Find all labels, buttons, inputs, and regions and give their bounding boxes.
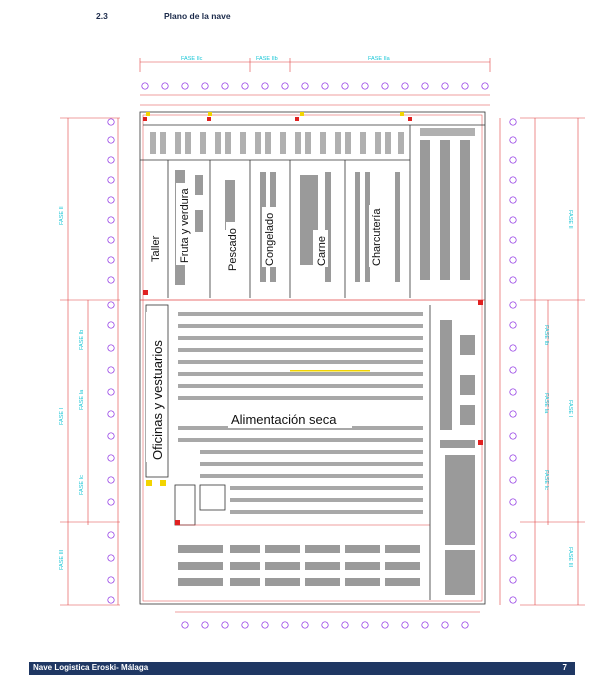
area-label-charcuteria: Charcutería xyxy=(371,208,383,266)
phase-top-a: FASE IIa xyxy=(368,56,391,62)
area-label-oficinas: Oficinas y vestuarios xyxy=(150,340,165,460)
section-number: 2.3 xyxy=(96,11,108,21)
phase-top-b: FASE IIb xyxy=(256,56,278,62)
phase-right-ia: FASE Ia xyxy=(543,393,549,414)
phase-left-ii: FASE II xyxy=(59,206,65,225)
phase-right-i: FASE I xyxy=(567,400,573,418)
phase-top-c: FASE IIc xyxy=(181,56,203,62)
phase-left-ic: FASE Ic xyxy=(79,475,85,495)
phase-right-iii: FASE III xyxy=(567,547,573,568)
phase-right-ii: FASE II xyxy=(567,210,573,229)
area-label-congelado: Congelado xyxy=(264,213,276,266)
phase-left-i: FASE I xyxy=(59,407,65,425)
phase-left-iii: FASE III xyxy=(59,549,65,570)
section-title: Plano de la nave xyxy=(164,11,231,21)
phase-left-ia: FASE Ia xyxy=(79,389,85,410)
area-label-pescado: Pescado xyxy=(227,228,239,271)
phase-right-ic: FASE Ic xyxy=(543,470,549,490)
footer-text: Nave Logistica Eroski- Málaga xyxy=(33,663,149,672)
page-footer: Nave Logistica Eroski- Málaga 7 xyxy=(29,662,575,675)
area-label-fruta: Fruta y verdura xyxy=(179,188,191,263)
phase-left-ib: FASE Ib xyxy=(79,330,85,350)
area-label-taller: Taller xyxy=(150,235,162,262)
area-label-carne: Carne xyxy=(316,236,328,266)
area-label-alimentacion: Alimentación seca xyxy=(231,412,337,427)
phase-right-ib: FASE Ib xyxy=(543,325,549,345)
page-number: 7 xyxy=(562,663,567,672)
